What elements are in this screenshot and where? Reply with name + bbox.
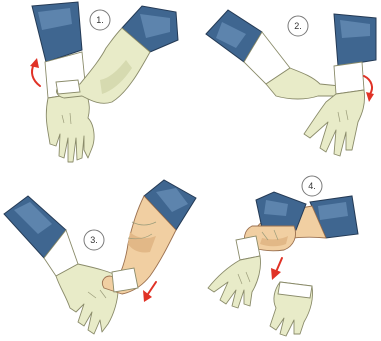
step-3-panel: 3. bbox=[4, 180, 196, 334]
step-2-arrow bbox=[364, 76, 372, 94]
step-4-arrow bbox=[276, 258, 282, 272]
step-3-turned-cuff bbox=[112, 268, 138, 292]
step-4-number: 4. bbox=[308, 181, 316, 191]
step-1-pinched-cuff bbox=[56, 80, 80, 94]
step-2-right-cuff bbox=[334, 62, 364, 94]
step-4-panel: 4. bbox=[208, 176, 358, 336]
step-4-left-glove bbox=[208, 256, 261, 308]
step-3-number: 3. bbox=[90, 235, 98, 245]
step-3-arrow bbox=[148, 282, 156, 294]
step-2-panel: 2. bbox=[206, 10, 376, 156]
step-2-number: 2. bbox=[294, 21, 302, 31]
step-1-panel: 1. bbox=[30, 2, 178, 162]
step-1-number: 1. bbox=[96, 15, 104, 25]
step-2-right-glove bbox=[304, 90, 365, 156]
step-1-left-glove bbox=[46, 92, 94, 162]
